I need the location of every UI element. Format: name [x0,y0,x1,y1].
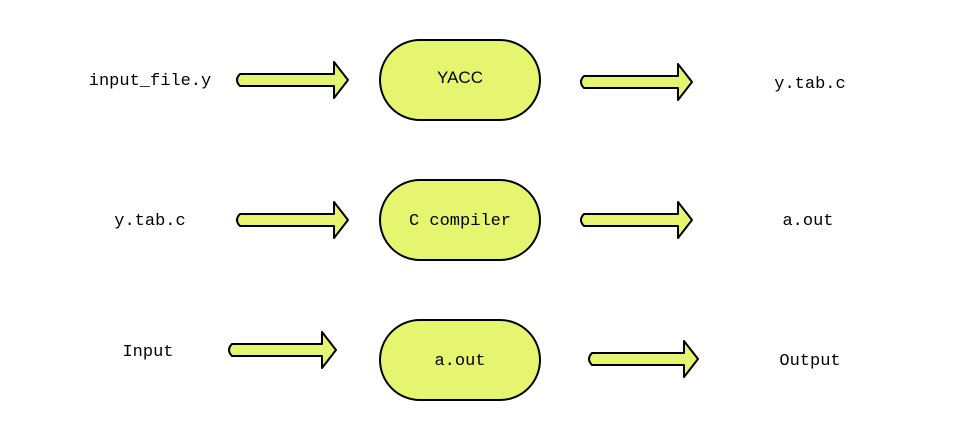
row3-output-label: Output [779,352,840,371]
row1-process-label: YACC [437,68,483,87]
row1-output-arrow [580,63,693,101]
row2-process-label: C compiler [409,212,511,231]
row1-input-arrow [236,61,349,99]
row2-process-node [379,179,541,261]
row3-output-arrow [588,340,699,378]
row3-input-label: Input [122,343,173,362]
row2-input-arrow [236,201,349,239]
row1-process-node [379,39,541,121]
row1-input-label: input_file.y [89,72,211,91]
row3-process-node [379,319,541,401]
row-a-out: Input a.out Output [122,319,841,401]
row2-output-arrow [580,201,693,239]
row1-output-label: y.tab.c [774,75,845,94]
row2-input-label: y.tab.c [114,212,185,231]
row2-output-label: a.out [782,212,833,231]
row3-process-label: a.out [434,352,485,371]
row-c-compiler: y.tab.c C compiler a.out [114,179,834,261]
row3-input-arrow [228,331,337,369]
row-yacc: input_file.y YACC y.tab.c [89,39,846,121]
